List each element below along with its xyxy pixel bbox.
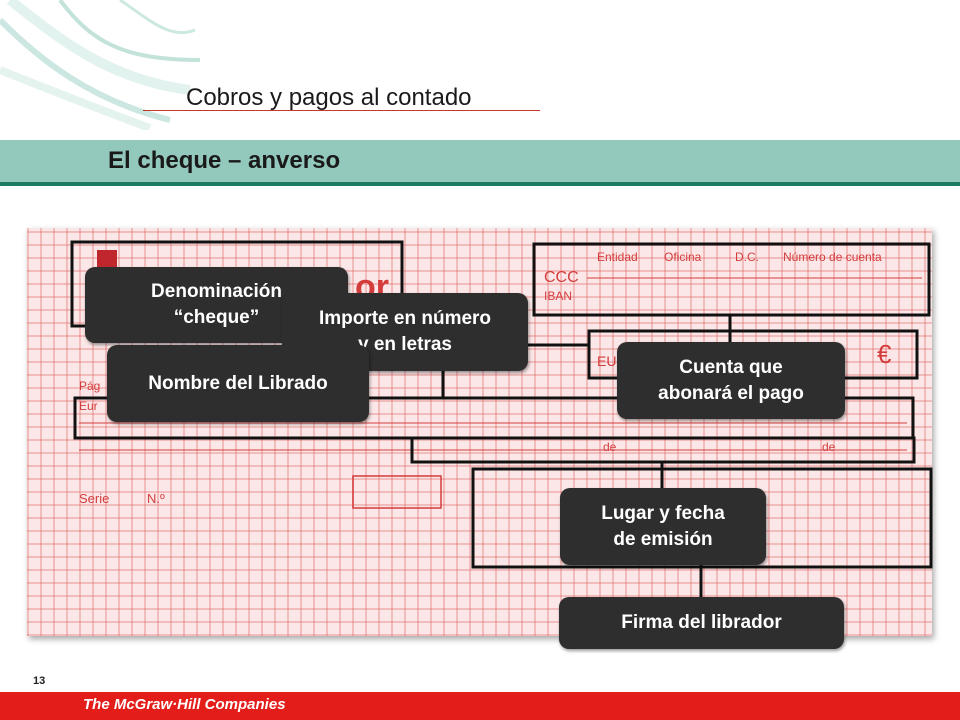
callout-importe-line2: y en letras: [357, 334, 452, 355]
euro-symbol: €: [877, 339, 892, 369]
callout-firma-label: Firma del librador: [621, 612, 782, 633]
label-eur: Eur: [79, 399, 98, 413]
title-underline: [143, 110, 540, 111]
callout-lugar-line2: de emisión: [613, 528, 713, 550]
label-iban: IBAN: [544, 289, 572, 303]
subtitle-band: [0, 140, 960, 182]
callout-denominacion-line1: Denominación: [151, 281, 282, 302]
label-oficina: Oficina: [664, 250, 702, 264]
slide-title: Cobros y pagos al contado: [186, 84, 472, 111]
label-ccc: CCC: [544, 269, 579, 286]
label-eur-box: EU: [597, 353, 616, 369]
decorative-swirl: [0, 0, 200, 130]
callout-cuenta-line2: abonará el pago: [658, 382, 804, 404]
callout-importe-line1: Importe en número: [318, 308, 492, 329]
cheque-printed-fields: or Entidad Oficina D.C. Número de cuenta…: [79, 250, 922, 509]
label-de-1: de: [603, 440, 617, 454]
label-entidad: Entidad: [597, 250, 638, 264]
label-serie: Serie: [79, 491, 109, 506]
slide-subtitle: El cheque – anverso: [108, 147, 341, 174]
callout-cuenta: Cuenta que abonará el pago: [617, 342, 845, 419]
subtitle-band-border: [0, 182, 960, 186]
company-logo-text: The McGraw·Hill Companies: [83, 696, 286, 713]
label-de-2: de: [822, 440, 836, 454]
callout-cuenta-line1: Cuenta que: [679, 356, 783, 378]
callout-firma: Firma del librador: [559, 597, 844, 649]
callout-denominacion-line2: “cheque”: [173, 307, 260, 328]
callout-nombre-librado: Nombre del Librado: [107, 345, 369, 422]
label-numero: N.º: [147, 491, 165, 506]
callout-lugar-fecha: Lugar y fecha de emisión: [560, 488, 766, 565]
callout-lugar-line1: Lugar y fecha: [601, 502, 725, 524]
label-dc: D.C.: [735, 250, 759, 264]
label-numero-cuenta: Número de cuenta: [783, 250, 882, 264]
label-pag: Pág: [79, 379, 100, 393]
callout-librado-label: Nombre del Librado: [148, 372, 328, 394]
slide-number: 13: [33, 675, 46, 687]
frame-date-place: [410, 436, 916, 464]
footer-bar: [0, 692, 960, 720]
frame-account-number: [532, 242, 931, 317]
